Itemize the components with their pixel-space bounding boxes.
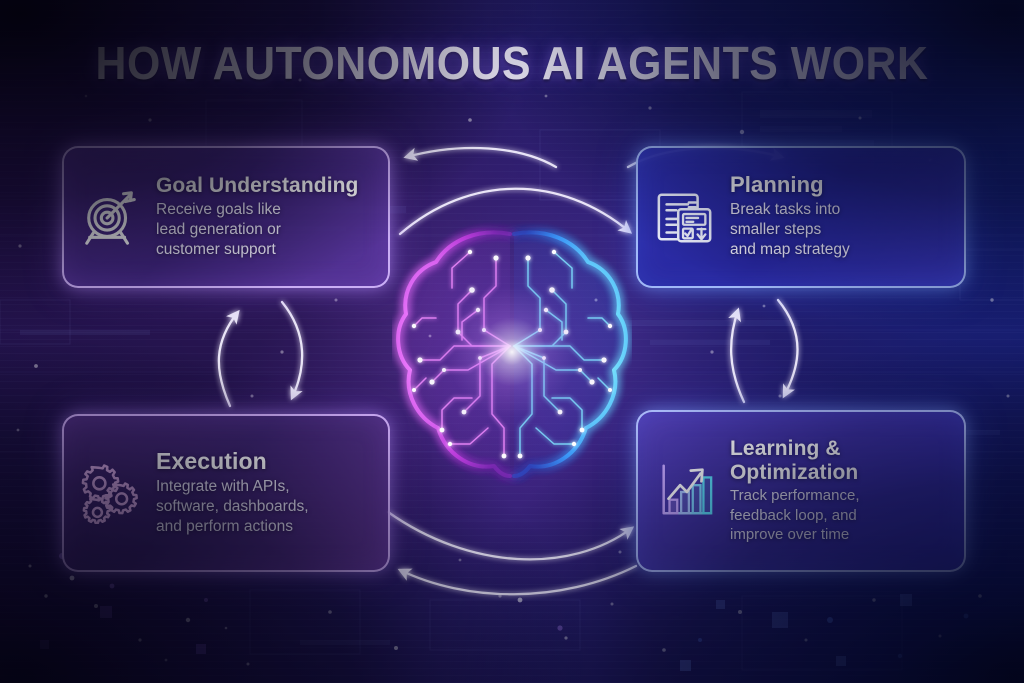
infographic-canvas: HOW AUTONOMOUS AI AGENTS WORK Goal Under… — [0, 0, 1024, 683]
background-vignette — [0, 0, 1024, 683]
